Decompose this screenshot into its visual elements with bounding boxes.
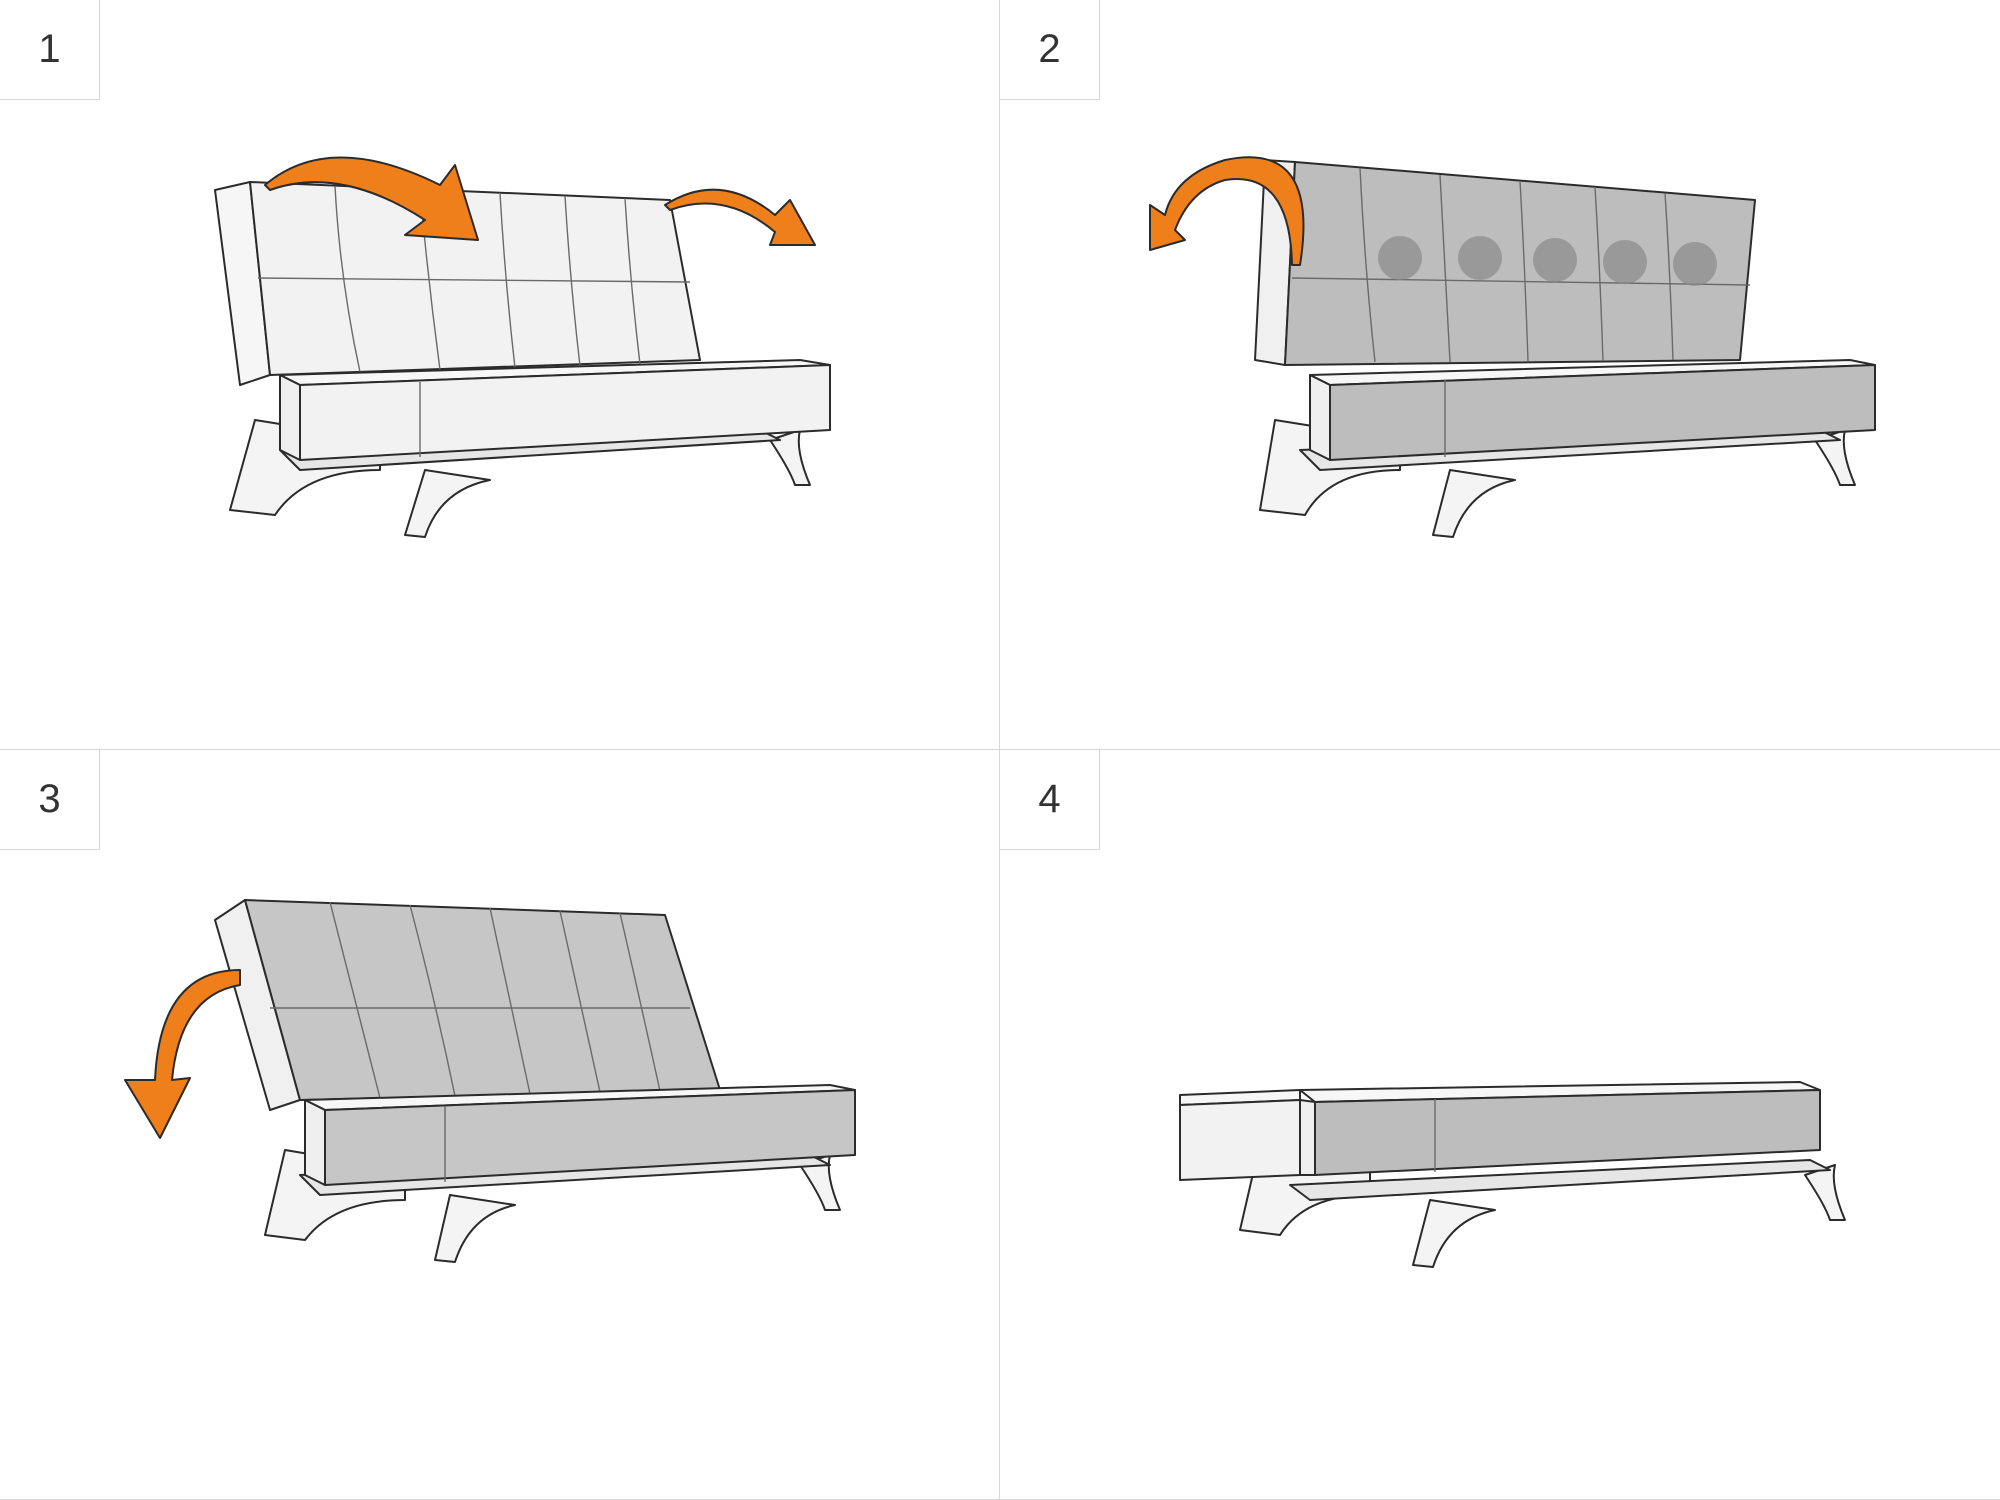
sofa-leg-front — [1432, 469, 1516, 538]
sofa-seat-face — [299, 364, 831, 461]
step-number: 2 — [1000, 0, 1100, 100]
sofa-leg-right — [1804, 1164, 1846, 1221]
sofa-seat-face — [1329, 364, 1876, 461]
sofa-base — [1289, 1159, 1831, 1201]
sofa-bed-illustration — [1179, 1081, 1846, 1268]
sofa-seat-front — [279, 374, 301, 461]
sofa-leg-front — [404, 469, 491, 538]
curved-arrow-icon — [264, 156, 479, 241]
curved-arrow-icon — [664, 188, 816, 246]
sofa-leg-front — [1412, 1199, 1496, 1268]
sofa-illustration — [124, 899, 856, 1263]
sofa-leg-right — [769, 429, 811, 486]
sofa-seat-face — [324, 1089, 856, 1186]
sofa-illustration — [214, 156, 831, 538]
bed-main-front — [1299, 1099, 1316, 1176]
sofa-leg-front — [434, 1194, 516, 1263]
bed-main-face — [1314, 1089, 1821, 1176]
sofa-backrest — [244, 899, 721, 1101]
step-panel-2: 2 — [1000, 0, 2000, 750]
curved-arrow-icon — [124, 969, 241, 1139]
sofa-backrest — [249, 181, 701, 376]
sofa-seat-front — [1309, 374, 1331, 461]
step-number: 3 — [0, 750, 100, 850]
sofa-illustration — [1149, 156, 1876, 538]
step-panel-4: 4 — [1000, 750, 2000, 1500]
step-number: 4 — [1000, 750, 1100, 850]
bed-back-face — [1179, 1099, 1301, 1181]
sofa-backrest — [1284, 161, 1756, 366]
step-panel-3: 3 — [0, 750, 1000, 1500]
sofa-seat-front — [304, 1099, 326, 1186]
curved-arrow-icon — [1149, 156, 1305, 266]
step-panel-1: 1 — [0, 0, 1000, 750]
step-number: 1 — [0, 0, 100, 100]
sofa-leg-right — [1814, 429, 1856, 486]
